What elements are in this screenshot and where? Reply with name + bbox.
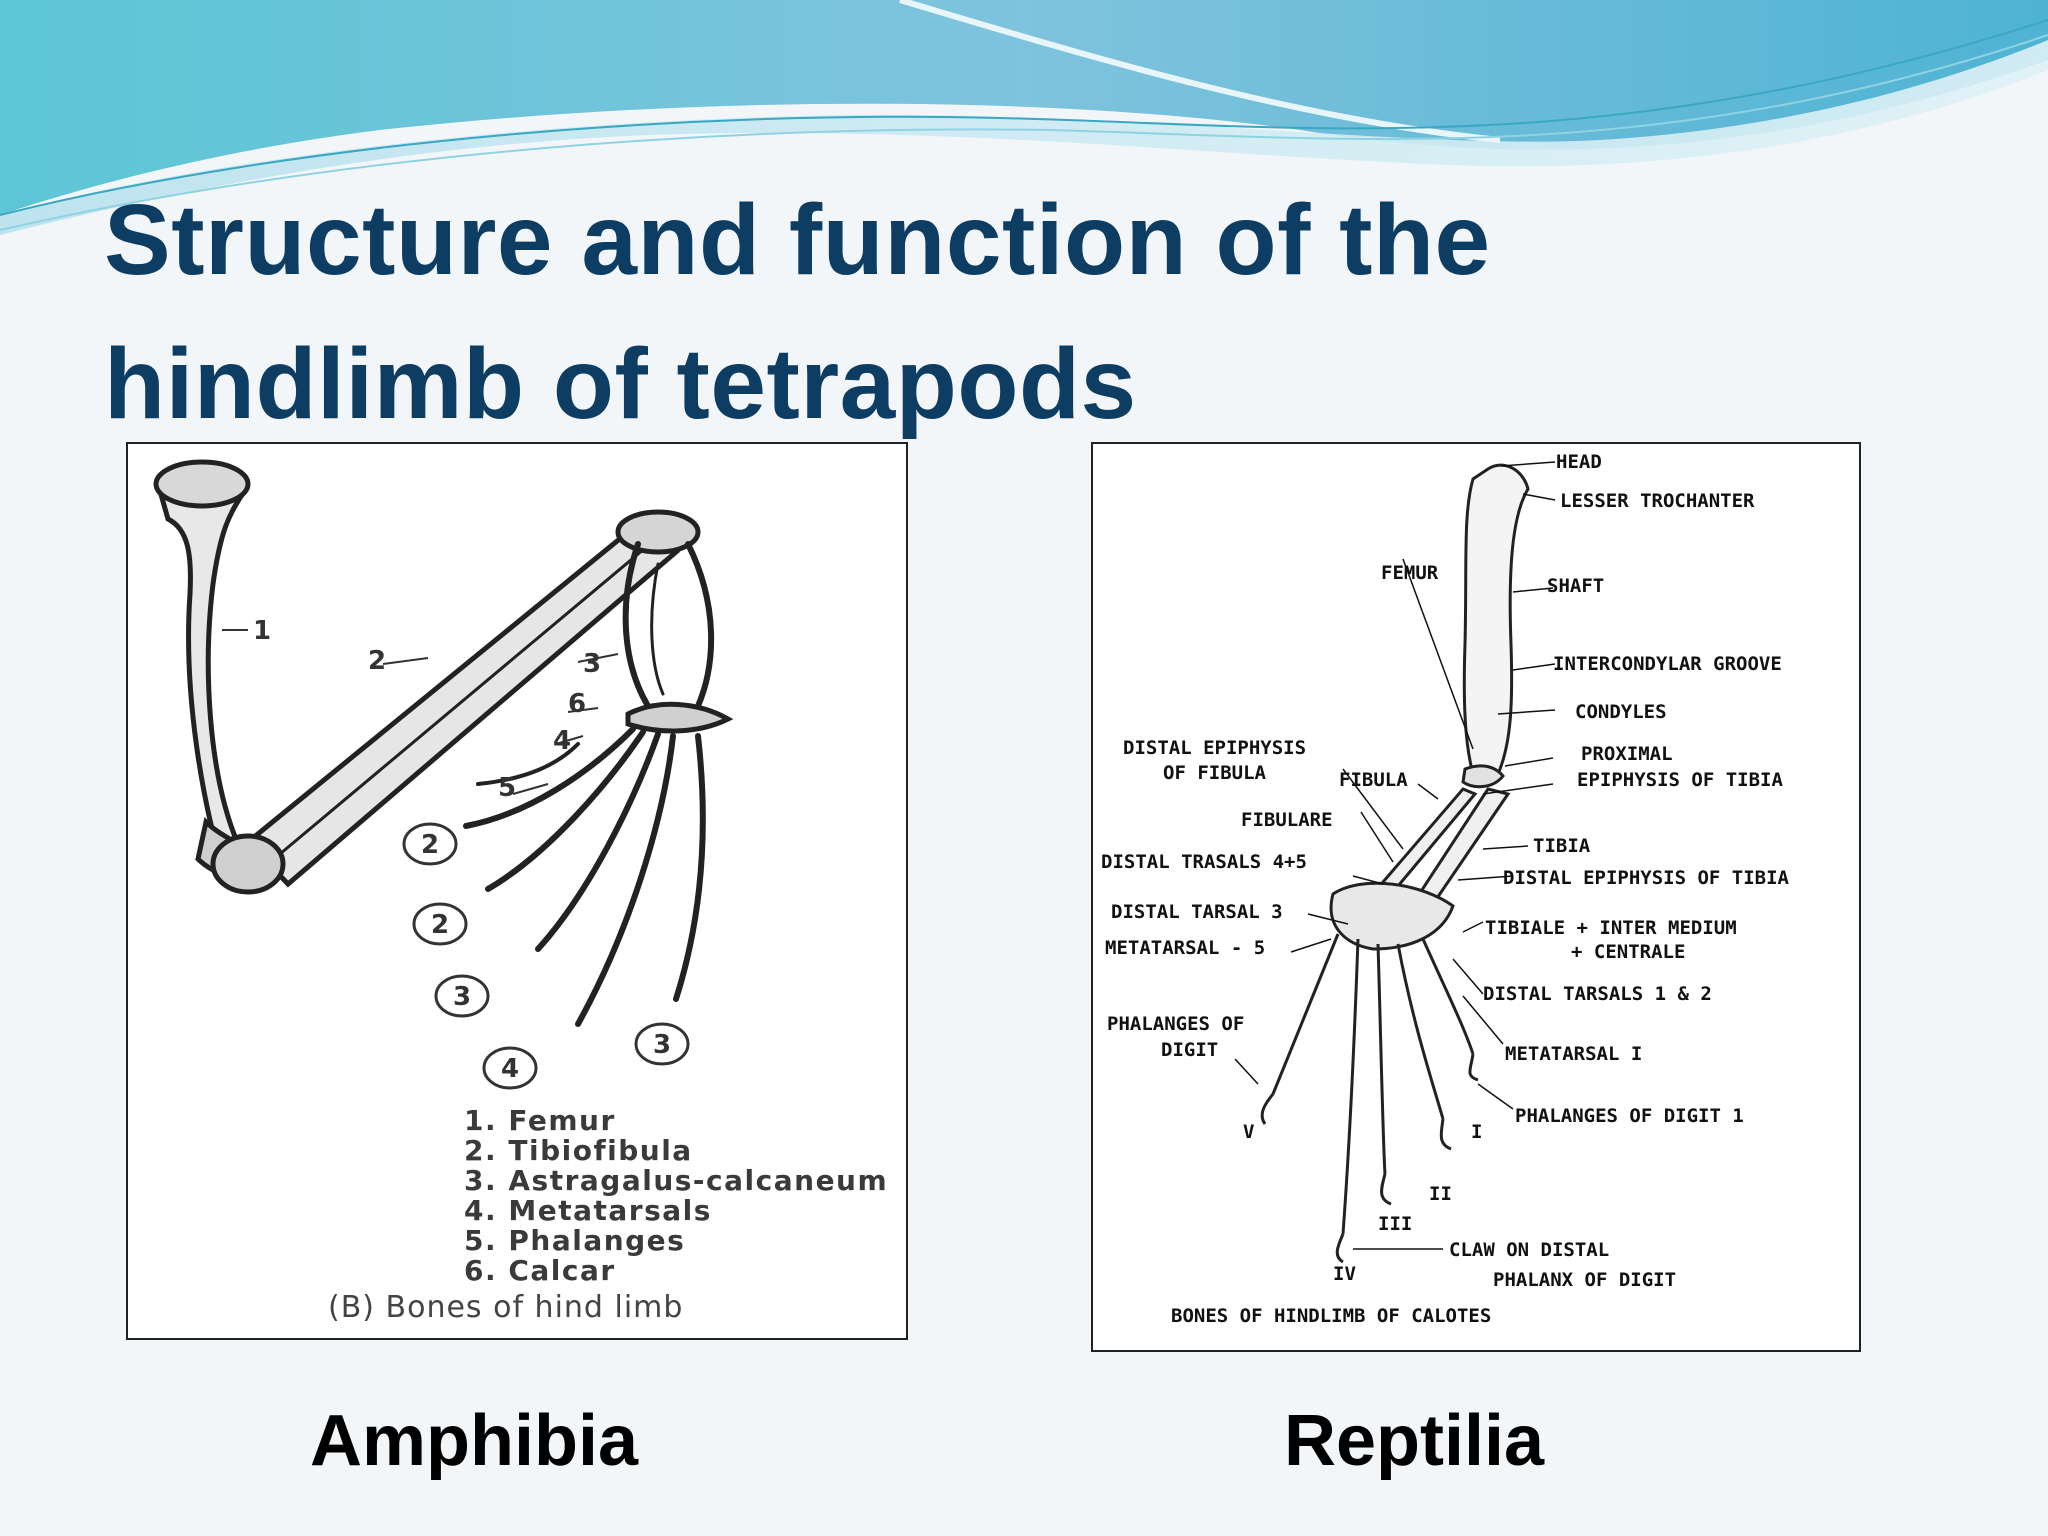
legend-item: 6. Calcar <box>464 1254 616 1287</box>
legend-item: 4. Metatarsals <box>464 1194 712 1227</box>
digit-i-label: I <box>1471 1121 1482 1143</box>
shaft-label: SHAFT <box>1547 575 1604 597</box>
claw-label: CLAW ON DISTAL <box>1449 1239 1609 1261</box>
distal-epiphysis-fibula-label-2: OF FIBULA <box>1163 762 1267 784</box>
tibiofibula-number: 2 <box>368 646 386 676</box>
phalanges-of-digit-label-2: DIGIT <box>1161 1039 1218 1061</box>
phalanges-of-digit-label: PHALANGES OF <box>1107 1013 1244 1035</box>
distal-epiphysis-tibia-label: DISTAL EPIPHYSIS OF TIBIA <box>1503 867 1790 889</box>
calcar-number: 6 <box>568 689 586 719</box>
phalanges-number: 5 <box>498 773 516 803</box>
slide-title-line-1: Structure and function of the <box>104 184 1491 296</box>
digit-phalanx-count-5: 3 <box>653 1030 671 1060</box>
digit-phalanx-count-4: 4 <box>501 1054 519 1084</box>
reptilia-hindlimb-figure: HEAD LESSER TROCHANTER FEMUR SHAFT INTER… <box>1091 442 1861 1352</box>
fibulare-label: FIBULARE <box>1241 809 1333 831</box>
femur-label: FEMUR <box>1381 562 1439 584</box>
fibula-label: FIBULA <box>1339 769 1408 791</box>
amphibia-bone-drawing: 1 2 3 6 4 5 2 2 3 4 3 <box>153 459 734 1090</box>
slide-title-line-2: hindlimb of tetrapods <box>104 328 1137 440</box>
digit-phalanx-count-1: 2 <box>421 830 439 860</box>
claw-label-2: PHALANX OF DIGIT <box>1493 1269 1676 1291</box>
astragalus-number: 3 <box>583 649 601 679</box>
digit-phalanx-count-3: 3 <box>453 982 471 1012</box>
tibia-label: TIBIA <box>1533 835 1591 857</box>
distal-tarsals-1-2-label: DISTAL TARSALS 1 & 2 <box>1483 983 1712 1005</box>
reptilia-figure-caption: BONES OF HINDLIMB OF CALOTES <box>1171 1305 1491 1327</box>
amphibia-hindlimb-figure: 1 2 3 6 4 5 2 2 3 4 3 1. Femur 2. Tibiof… <box>126 442 908 1340</box>
proximal-epiphysis-label: PROXIMAL <box>1581 743 1673 765</box>
amphibia-legend: 1. Femur 2. Tibiofibula 3. Astragalus-ca… <box>464 1106 888 1286</box>
metatarsal-1-label: METATARSAL I <box>1505 1043 1642 1065</box>
digit-iv-label: IV <box>1333 1263 1356 1285</box>
legend-item: 1. Femur <box>464 1104 616 1137</box>
reptilia-bone-drawing: HEAD LESSER TROCHANTER FEMUR SHAFT INTER… <box>1101 451 1790 1327</box>
distal-epiphysis-fibula-label: DISTAL EPIPHYSIS <box>1123 737 1306 759</box>
reptilia-class-label: Reptilia <box>1284 1401 1545 1481</box>
distal-tarsals-4-5-label: DISTAL TRASALS 4+5 <box>1101 851 1307 873</box>
metatarsals-number: 4 <box>553 726 571 756</box>
proximal-epiphysis-label-2: EPIPHYSIS OF TIBIA <box>1577 769 1783 791</box>
intercondylar-groove-label: INTERCONDYLAR GROOVE <box>1553 653 1782 675</box>
slide-title: Structure and function of the hindlimb o… <box>104 168 1904 456</box>
digit-iii-label: III <box>1378 1213 1412 1235</box>
amphibia-figure-caption: (B) Bones of hind limb <box>328 1290 684 1325</box>
distal-tarsal-3-label: DISTAL TARSAL 3 <box>1111 901 1283 923</box>
tibiale-label-2: + CENTRALE <box>1571 941 1685 963</box>
lesser-trochanter-label: LESSER TROCHANTER <box>1560 490 1755 512</box>
head-label: HEAD <box>1556 451 1602 473</box>
amphibia-class-label: Amphibia <box>310 1401 639 1481</box>
phalanges-of-digit-1-label: PHALANGES OF DIGIT 1 <box>1515 1105 1744 1127</box>
condyles-label: CONDYLES <box>1575 701 1667 723</box>
femur-number: 1 <box>253 616 271 646</box>
legend-item: 2. Tibiofibula <box>464 1134 693 1167</box>
digit-v-label: V <box>1243 1121 1254 1143</box>
legend-item: 3. Astragalus-calcaneum <box>464 1164 889 1197</box>
tibiale-label: TIBIALE + INTER MEDIUM <box>1485 917 1737 939</box>
digit-ii-label: II <box>1429 1183 1452 1205</box>
legend-item: 5. Phalanges <box>464 1224 686 1257</box>
metatarsal-5-label: METATARSAL - 5 <box>1105 937 1265 959</box>
digit-phalanx-count-2: 2 <box>431 910 449 940</box>
